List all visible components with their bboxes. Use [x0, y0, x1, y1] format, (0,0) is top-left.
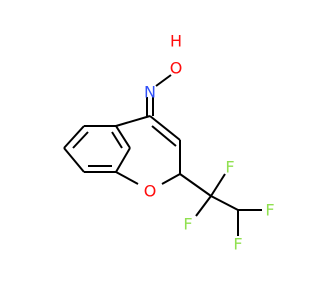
- bond: [210, 173, 226, 197]
- double-bond-inner: [72, 131, 89, 149]
- oxime-group: [146, 74, 172, 116]
- bond: [63, 147, 85, 173]
- hydroxyl-hydrogen-atom: H: [170, 32, 182, 51]
- fluorine-atom: F: [233, 235, 242, 254]
- hydroxyl-hydrogen-label: H: [170, 32, 182, 51]
- fluorine-1-label: F: [225, 158, 234, 177]
- fluorine-atom: F: [265, 201, 274, 220]
- ring-oxygen-atom: O: [144, 182, 157, 201]
- bond: [149, 115, 181, 141]
- fluorine-4-label: F: [233, 235, 242, 254]
- bond: [115, 147, 131, 173]
- bond: [115, 171, 139, 185]
- benzene-ring: [63, 125, 131, 173]
- bond: [115, 115, 151, 127]
- bond: [63, 125, 85, 149]
- fluorine-2-label: F: [183, 215, 192, 234]
- fluorine-3-label: F: [265, 201, 274, 220]
- oxime-nitrogen-atom: N: [144, 83, 156, 102]
- ring-oxygen-label: O: [144, 182, 157, 201]
- bond: [195, 195, 212, 217]
- bond: [210, 195, 239, 211]
- tetrafluoroethyl-group: [179, 173, 262, 236]
- double-bond-inner: [151, 125, 177, 147]
- oxime-oxygen-label: O: [170, 59, 183, 78]
- fluorine-atom: F: [225, 158, 234, 177]
- bond: [115, 125, 131, 149]
- double-bond-inner: [111, 131, 123, 149]
- oxime-nitrogen-label: N: [144, 83, 156, 102]
- molecule-structure-diagram: O H N O F F F F: [63, 32, 275, 254]
- fluorine-atom: F: [183, 215, 192, 234]
- oxime-oxygen-atom: O: [170, 59, 183, 78]
- bond: [161, 173, 181, 185]
- bond: [155, 74, 172, 87]
- pyran-ring: [115, 115, 181, 185]
- bond: [179, 173, 212, 197]
